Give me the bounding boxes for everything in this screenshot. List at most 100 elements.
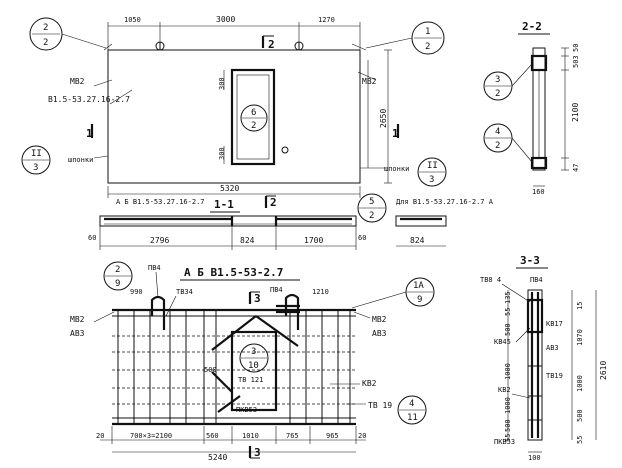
reinforcement-cage: А Б В1.5-53-2.7 3 3 ПВ4 ТВ34 [70,264,392,462]
dim-15: 15 [576,302,584,310]
label-tv34: ТВ34 [176,288,193,296]
dim-135: 135 [504,291,512,304]
callout-2-2-a: 3 2 [483,63,533,101]
svg-text:3: 3 [495,75,500,85]
svg-text:2: 2 [369,211,374,221]
label-pv4: ПВ4 [530,276,543,284]
svg-text:3: 3 [251,347,256,357]
section-1-1-title: 1-1 [214,198,234,211]
dim-965: 965 [326,432,339,440]
dim-500r: 500 [576,409,584,422]
label-mv2-right: МВ2 [372,315,387,324]
shponki-left-label: шпонки [68,156,93,164]
dim-60-left: 60 [88,234,96,242]
section-1-1-cut-2: 2 [270,196,277,209]
svg-text:1: 1 [425,27,430,37]
dim-1000a: 1000 [504,363,512,380]
dim-700x3: 700×3=2100 [130,432,172,440]
cut-1-right: 1 [392,127,399,140]
dim-500: 500 [204,366,217,374]
callout-2-2-b: 4 2 [483,123,533,163]
callout-shponki-right: II 3 [417,157,447,187]
dim-990: 990 [130,288,143,296]
dim-50: 50 [572,44,580,52]
cut-3-bottom: 3 [254,446,261,459]
callout-ab-right: 1A 9 [351,277,435,309]
label-tv84: ТВ8 4 [480,276,501,284]
label-av3-right: АВ3 [372,329,387,338]
dim-160: 160 [532,188,545,196]
label-tv19: ТВ19 [546,372,563,380]
dim-2100: 2100 [571,103,580,122]
svg-text:II: II [427,161,438,171]
dim-47: 47 [572,164,580,172]
label-mv2-left: МВ2 [70,315,85,324]
dim-100: 100 [528,454,541,462]
dim-1210: 1210 [312,288,329,296]
dim-55b: 55 [504,434,512,442]
mark-mv2-left: МВ2 [70,77,85,86]
label-kv2: КВ2 [362,379,377,388]
svg-text:10: 10 [248,361,259,371]
svg-text:1A: 1A [413,281,424,291]
reinforcement-title: А Б В1.5-53-2.7 [184,266,283,279]
dim-2610: 2610 [599,361,608,380]
callout-ab-low: 4 11 [397,395,427,425]
svg-text:4: 4 [495,127,500,137]
dim-55a: 55 [504,308,512,316]
dim-560: 560 [206,432,219,440]
svg-text:2: 2 [251,121,256,131]
dim-20-right: 20 [358,432,366,440]
dim-1050: 1050 [124,16,141,24]
callout-section-1-1: 5 2 [357,193,387,223]
shponki-right-label: шпонки [384,165,409,173]
dim-1270: 1270 [318,16,335,24]
dim-824: 824 [240,236,255,245]
svg-text:5: 5 [369,197,374,207]
svg-text:3: 3 [429,175,434,185]
dim-300-bottom: 300 [218,147,226,160]
svg-text:9: 9 [115,279,120,289]
dim-55r: 55 [576,436,584,444]
svg-text:4: 4 [409,399,414,409]
label-pv4-right: ПВ4 [270,286,283,294]
svg-text:2: 2 [43,38,48,48]
dim-500a: 500 [504,323,512,336]
section-2-2-title: 2-2 [522,20,542,33]
dim-1700: 1700 [304,236,323,245]
dim-503: 503 [572,55,580,68]
section-3-3-title: 3-3 [520,254,540,267]
label-pkv53: ПКВ53 [236,406,257,414]
svg-text:6: 6 [251,108,256,118]
label-pv4-left: ПВ4 [148,264,161,272]
dim-1000b: 1000 [504,397,512,414]
svg-text:II: II [31,149,42,159]
dim-300-top: 300 [218,77,226,90]
label-tv19: ТВ 19 [368,401,392,410]
dim-2650: 2650 [379,109,388,128]
section-1-1-label-right: Для В1.5-53.27.16-2.7 А [396,198,494,206]
svg-text:2: 2 [495,141,500,151]
cut-2-label: 2 [268,38,275,51]
panel-name-label: В1.5-53.27.16-2.7 [48,95,130,104]
label-kv2: КВ2 [498,386,511,394]
label-av3-left: АВ3 [70,329,85,338]
dim-1000r: 1000 [576,375,584,392]
dim-60-right: 60 [358,234,366,242]
section-1-1: 1-1 2 А Б В1.5-53.27.16-2.7 Для В1.5-53.… [88,195,494,250]
callout-opening: 6 2 [240,104,268,132]
dim-1010: 1010 [242,432,259,440]
label-tv121: ТВ 121 [238,376,263,384]
dim-20-left: 20 [96,432,104,440]
section-2-2: 2-2 50 503 2100 47 160 [518,20,580,196]
label-pkv53: ПКВ53 [494,438,515,446]
svg-text:3: 3 [33,163,38,173]
callout-ab-left: 2 9 [103,261,133,291]
dim-5320: 5320 [220,184,239,193]
callout-ab-center: 3 10 [239,343,269,373]
section-3-3: 3-3 135 55 500 1000 1000 500 55 15 1070 … [480,254,608,462]
dim-3000: 3000 [216,15,235,24]
label-kv17: КВ17 [546,320,563,328]
dim-500b: 500 [504,419,512,432]
